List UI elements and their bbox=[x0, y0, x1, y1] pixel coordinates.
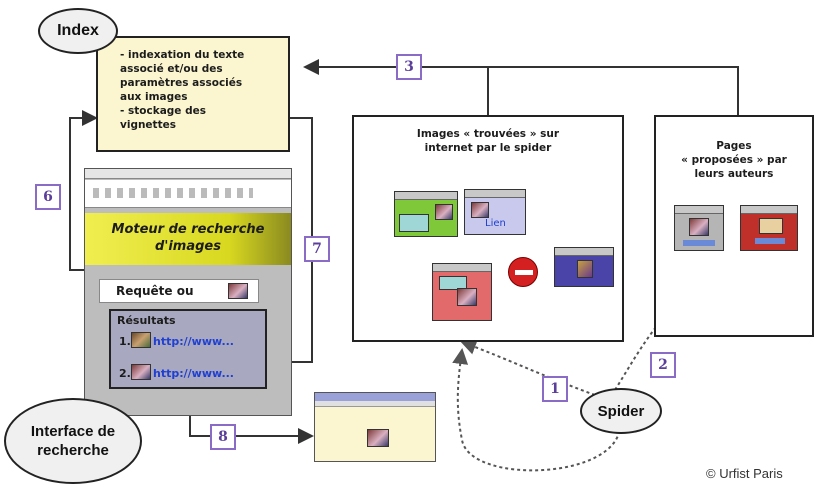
index-line: vignettes bbox=[120, 119, 176, 131]
arrow-step-6 bbox=[69, 110, 98, 271]
index-line: associé et/ou des bbox=[120, 63, 223, 75]
proposed-page-red bbox=[740, 205, 798, 251]
opened-image bbox=[367, 429, 389, 447]
index-bubble-label: Index bbox=[57, 22, 99, 39]
proposed-caption-line: « proposées » par bbox=[681, 154, 787, 166]
interface-bubble-label: Interface de recherche bbox=[30, 423, 116, 459]
result-thumbnail bbox=[131, 332, 151, 348]
result-link[interactable]: http://www... bbox=[153, 367, 234, 380]
page-inset bbox=[759, 218, 783, 234]
result-row[interactable]: 1. http://www... bbox=[119, 331, 269, 351]
index-line: - indexation du texte bbox=[120, 49, 245, 61]
page-thumbnail bbox=[435, 204, 453, 220]
found-caption-line: Images « trouvées » sur bbox=[416, 128, 560, 140]
interface-bubble: Interface de recherche bbox=[4, 398, 142, 484]
result-row[interactable]: 2. http://www... bbox=[119, 363, 269, 383]
found-caption-line: internet par le spider bbox=[424, 142, 552, 154]
step-8-badge: 8 bbox=[210, 424, 236, 450]
result-index: 2. bbox=[119, 367, 131, 380]
index-line: - stockage des bbox=[120, 105, 206, 117]
step-1-badge: 1 bbox=[542, 376, 568, 402]
spider-bubble-label: Spider bbox=[597, 402, 645, 420]
found-page-blue: Lien bbox=[464, 189, 526, 235]
arrow-step-3 bbox=[303, 59, 739, 115]
page-thumbnail bbox=[457, 288, 477, 306]
found-caption: Images « trouvées » sur internet par le … bbox=[354, 127, 622, 155]
page-thumbnail bbox=[577, 260, 593, 278]
toolbar-icons bbox=[93, 188, 253, 198]
result-link[interactable]: http://www... bbox=[153, 335, 234, 348]
window-titlebar bbox=[85, 169, 291, 179]
engine-banner: Moteur de recherche d'images bbox=[85, 213, 291, 265]
blocked-page bbox=[554, 247, 614, 287]
result-thumbnail bbox=[131, 364, 151, 380]
index-bubble: Index bbox=[38, 8, 118, 54]
index-line: aux images bbox=[120, 91, 188, 103]
proposed-pages-panel: Pages « proposées » par leurs auteurs bbox=[654, 115, 814, 337]
query-image-thumbnail bbox=[228, 283, 248, 299]
index-line: paramètres associés bbox=[120, 77, 243, 89]
page-link-strip bbox=[755, 238, 785, 244]
page-link-label: Lien bbox=[485, 218, 506, 229]
opened-window-toolbar bbox=[315, 401, 435, 407]
results-box: Résultats 1. http://www... 2. http://www… bbox=[109, 309, 267, 389]
engine-title-line: Moteur de recherche bbox=[111, 222, 265, 237]
results-title: Résultats bbox=[117, 314, 176, 327]
search-interface-window: Moteur de recherche d'images Requête ou … bbox=[84, 168, 292, 416]
arrow-step-8 bbox=[189, 415, 314, 444]
page-inset bbox=[399, 214, 429, 232]
step-7-badge: 7 bbox=[304, 236, 330, 262]
no-entry-icon bbox=[508, 257, 538, 287]
window-toolbar bbox=[85, 180, 291, 208]
opened-image-window bbox=[314, 392, 436, 462]
proposed-caption-line: leurs auteurs bbox=[694, 168, 774, 180]
found-page-red bbox=[432, 263, 492, 321]
found-page-green bbox=[394, 191, 458, 237]
query-field[interactable]: Requête ou bbox=[99, 279, 259, 303]
page-link-strip bbox=[683, 240, 715, 246]
result-index: 1. bbox=[119, 335, 131, 348]
found-images-panel: Images « trouvées » sur internet par le … bbox=[352, 115, 624, 342]
page-thumbnail bbox=[689, 218, 709, 236]
spider-bubble: Spider bbox=[580, 388, 662, 434]
proposed-page-grey bbox=[674, 205, 724, 251]
opened-window-titlebar bbox=[315, 393, 435, 401]
page-thumbnail bbox=[471, 202, 489, 218]
step-3-badge: 3 bbox=[396, 54, 422, 80]
step-2-badge: 2 bbox=[650, 352, 676, 378]
credit-text: © Urfist Paris bbox=[706, 466, 783, 481]
page-inset bbox=[439, 276, 467, 290]
query-label: Requête ou bbox=[116, 284, 194, 298]
spider-path-1 bbox=[460, 339, 596, 396]
step-6-badge: 6 bbox=[35, 184, 61, 210]
proposed-caption: Pages « proposées » par leurs auteurs bbox=[656, 139, 812, 181]
engine-title-line: d'images bbox=[155, 239, 221, 254]
index-box: - indexation du texte associé et/ou des … bbox=[96, 36, 290, 152]
proposed-caption-line: Pages bbox=[716, 140, 752, 152]
